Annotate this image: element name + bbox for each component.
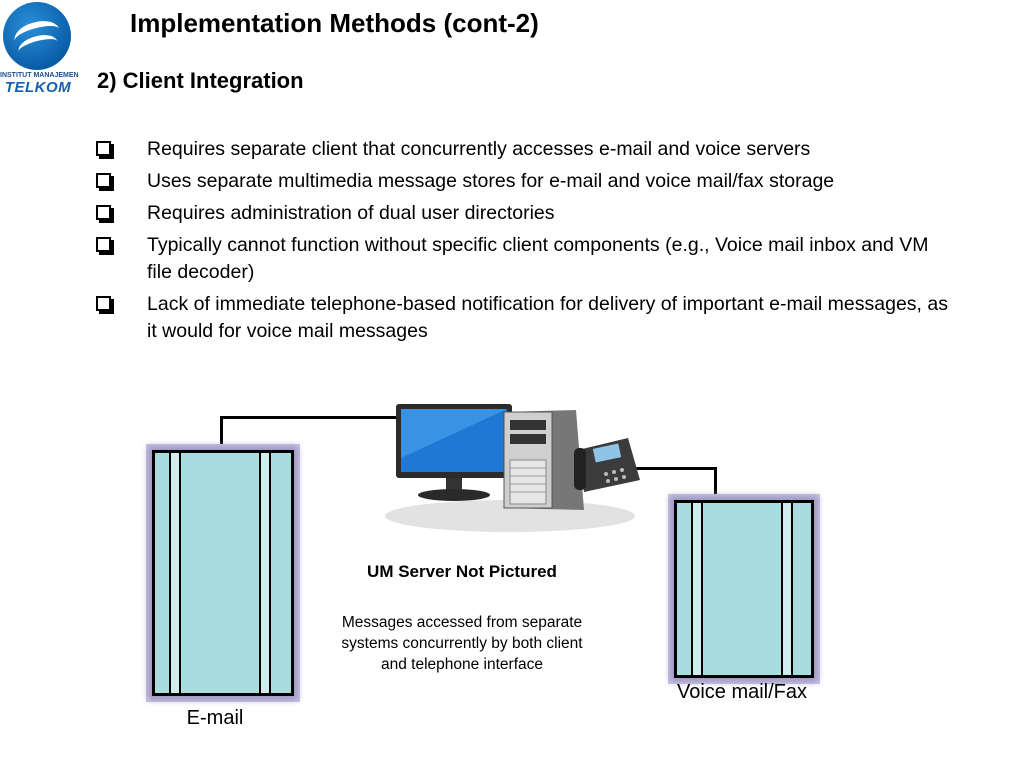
connection-wire [220, 416, 223, 452]
email-server [152, 450, 294, 696]
telkom-logo: INSTITUT MANAJEMEN TELKOM [0, 0, 79, 96]
server-rail [259, 453, 271, 693]
slide-title: Implementation Methods (cont-2) [130, 8, 539, 38]
server-rail [781, 503, 793, 675]
monitor-icon [396, 404, 512, 501]
logo-text-telkom: TELKOM [4, 79, 72, 96]
bullet-text: Requires administration of dual user dir… [147, 202, 555, 224]
server-rail [169, 453, 181, 693]
voicemail-server [674, 500, 814, 678]
diagram-caption-text: Messages accessed from separate systems … [341, 614, 583, 673]
checkbox-bullet-icon [96, 141, 111, 156]
bullet-text: Typically cannot function without specif… [147, 234, 929, 283]
logo-emblem [3, 2, 71, 70]
computer-workstation-icon [385, 404, 640, 532]
connection-wire [220, 416, 400, 419]
diagram-caption-heading: UM Server Not Pictured [367, 562, 557, 581]
bullet-text: Lack of immediate telephone-based notifi… [147, 293, 948, 342]
connection-wire [714, 467, 717, 502]
bullet-item: Lack of immediate telephone-based notifi… [96, 291, 956, 345]
connection-wire [636, 467, 716, 470]
bullet-item: Requires administration of dual user dir… [96, 200, 956, 227]
tower-icon [503, 410, 584, 510]
email-server-label: E-mail [186, 707, 244, 729]
checkbox-bullet-icon [96, 205, 111, 220]
bullet-text: Requires separate client that concurrent… [147, 138, 811, 160]
desk-phone-icon [574, 438, 640, 492]
checkbox-bullet-icon [96, 173, 111, 188]
section-heading: 2) Client Integration [97, 68, 304, 93]
bullet-item: Uses separate multimedia message stores … [96, 168, 956, 195]
checkbox-bullet-icon [96, 237, 111, 252]
voicemail-server-label: Voice mail/Fax [676, 681, 808, 703]
bullet-text: Uses separate multimedia message stores … [147, 170, 835, 192]
logo-text-institute: INSTITUT MANAJEMEN [0, 72, 79, 79]
bullet-item: Requires separate client that concurrent… [96, 136, 956, 163]
bullet-item: Typically cannot function without specif… [96, 232, 956, 286]
bullet-list: Requires separate client that concurrent… [96, 136, 956, 350]
checkbox-bullet-icon [96, 296, 111, 311]
server-rail [691, 503, 703, 675]
